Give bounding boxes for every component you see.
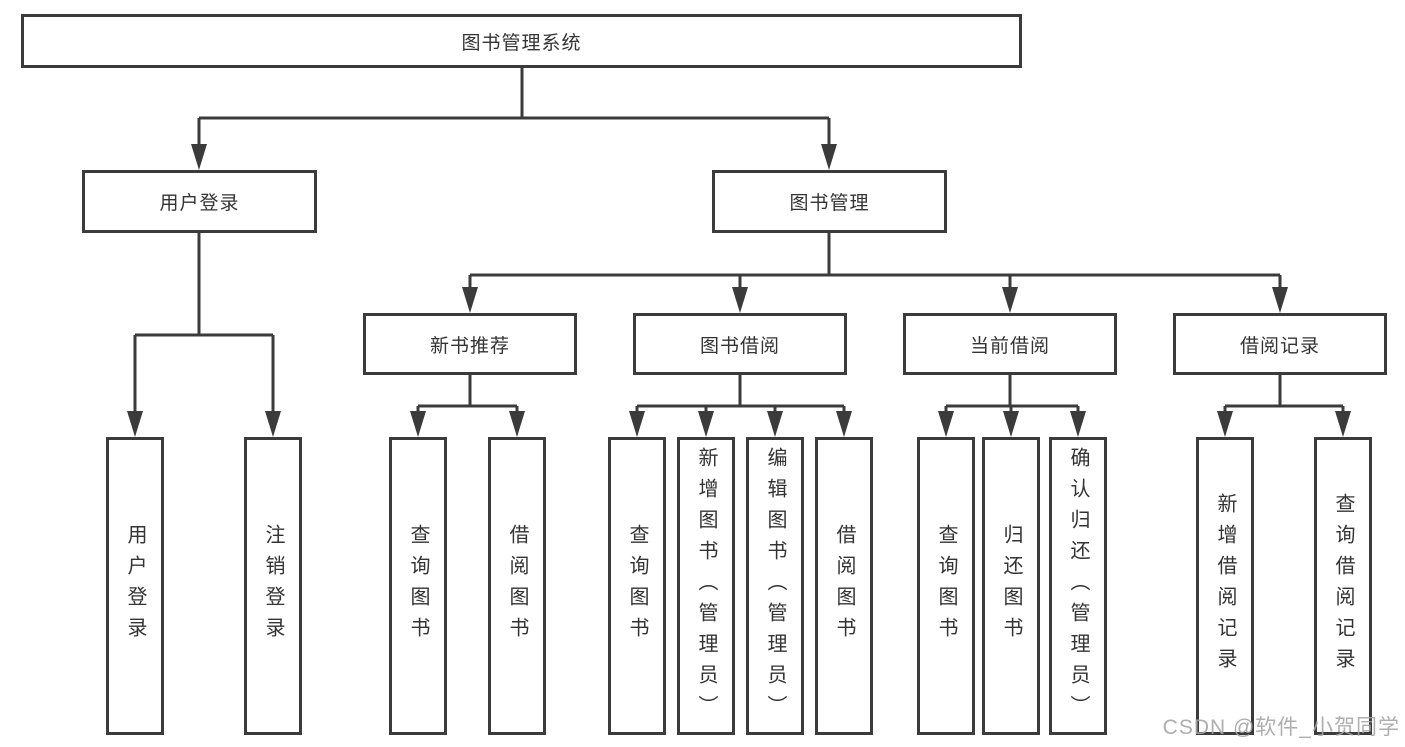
leaf-edit-book-admin: 编辑图书（管理员）: [746, 437, 804, 735]
watermark-text: CSDN @软件_小贺同学: [1162, 716, 1400, 739]
node-root-label: 图书管理系统: [461, 32, 582, 54]
node-borrow-records: 借阅记录: [1173, 313, 1387, 375]
leaf-logout: 注销登录: [244, 437, 302, 735]
leaf-confirm-return-admin-label: 确认归还（管理员）: [1067, 446, 1089, 726]
leaf-query-borrow-record: 查询借阅记录: [1314, 437, 1372, 735]
leaf-query-books-recommend: 查询图书: [389, 437, 447, 735]
leaf-borrow-books-recommend: 借阅图书: [488, 437, 546, 735]
leaf-user-login: 用户登录: [106, 437, 164, 735]
leaf-confirm-return-admin: 确认归还（管理员）: [1049, 437, 1107, 735]
leaf-add-book-admin-label: 新增图书（管理员）: [695, 446, 717, 726]
leaf-edit-book-admin-label: 编辑图书（管理员）: [764, 446, 786, 726]
node-user-login-label: 用户登录: [159, 193, 240, 214]
leaf-query-books-recommend-label: 查询图书: [407, 524, 429, 648]
node-root: 图书管理系统: [21, 14, 1022, 68]
leaf-query-books-borrow: 查询图书: [608, 437, 666, 735]
leaf-query-books-borrow-label: 查询图书: [626, 524, 648, 648]
leaf-return-book: 归还图书: [982, 437, 1040, 735]
node-borrow-records-label: 借阅记录: [1239, 335, 1320, 357]
leaf-add-book-admin: 新增图书（管理员）: [677, 437, 735, 735]
node-new-book-recommend: 新书推荐: [363, 313, 577, 375]
leaf-query-borrow-record-label: 查询借阅记录: [1332, 493, 1354, 679]
node-book-borrow-label: 图书借阅: [699, 335, 780, 357]
node-user-login: 用户登录: [82, 170, 317, 233]
leaf-borrow-books-label: 借阅图书: [833, 524, 855, 648]
leaf-borrow-books: 借阅图书: [815, 437, 873, 735]
node-book-management: 图书管理: [712, 170, 947, 233]
leaf-borrow-books-recommend-label: 借阅图书: [506, 524, 528, 648]
leaf-return-book-label: 归还图书: [1000, 524, 1022, 648]
leaf-add-borrow-record-label: 新增借阅记录: [1214, 493, 1236, 679]
node-book-borrow: 图书借阅: [633, 313, 847, 375]
node-book-management-label: 图书管理: [789, 193, 870, 214]
leaf-user-login-label: 用户登录: [124, 524, 146, 648]
node-new-book-recommend-label: 新书推荐: [429, 335, 510, 357]
leaf-query-books-current: 查询图书: [917, 437, 975, 735]
node-current-borrow: 当前借阅: [903, 313, 1117, 375]
node-current-borrow-label: 当前借阅: [969, 335, 1050, 357]
leaf-add-borrow-record: 新增借阅记录: [1196, 437, 1254, 735]
leaf-logout-label: 注销登录: [262, 524, 284, 648]
leaf-query-books-current-label: 查询图书: [935, 524, 957, 648]
